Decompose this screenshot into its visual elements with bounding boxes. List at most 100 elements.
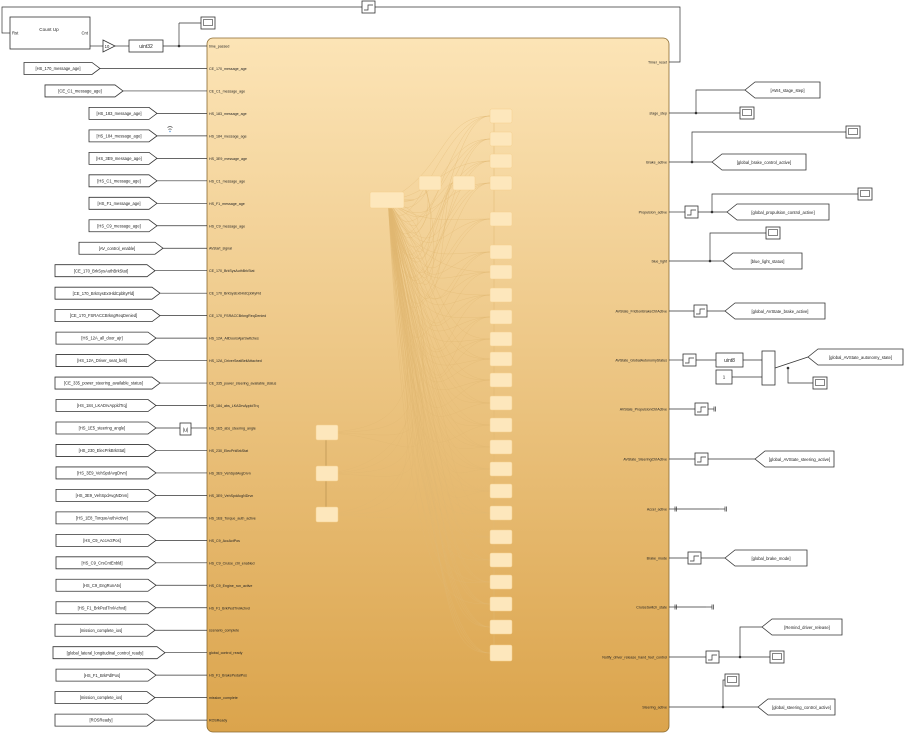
subsystem-output-label: AVState_PropulsionCtrlActive bbox=[620, 408, 667, 412]
from-tag-label: [HS_C9_CrsCntEnbld] bbox=[82, 560, 123, 565]
from-tag-block[interactable] bbox=[88, 151, 158, 165]
from-tag-block[interactable] bbox=[54, 691, 156, 705]
from-tag-blocks: [HS_170_message_age][CE_C1_message_age][… bbox=[23, 62, 207, 727]
from-tag-block[interactable] bbox=[54, 376, 161, 390]
from-tag-block[interactable] bbox=[78, 241, 164, 255]
from-tag-block[interactable] bbox=[55, 354, 157, 367]
scope-block-propulsion[interactable] bbox=[857, 187, 873, 201]
from-tag-block[interactable] bbox=[55, 331, 157, 345]
subsystem-output-label: Steering_active bbox=[642, 706, 667, 710]
from-tag-block[interactable] bbox=[54, 286, 161, 300]
from-tag-block[interactable] bbox=[55, 556, 157, 570]
subsystem-input-label: HS_3E9_VehSpdAvgDrvn bbox=[209, 471, 251, 475]
from-tag-block[interactable] bbox=[88, 219, 158, 233]
from-tag-block[interactable] bbox=[54, 713, 156, 727]
goto-tag-block[interactable] bbox=[744, 81, 821, 99]
goto-tag-block[interactable] bbox=[726, 203, 830, 221]
from-tag-label: [HS_F1_BrkPedTrvlAchvd] bbox=[78, 605, 127, 610]
from-tag-block[interactable] bbox=[55, 511, 157, 525]
subsystem-input-label: CE_335_power_steering_available_status bbox=[209, 382, 277, 386]
memory-block[interactable] bbox=[693, 304, 708, 318]
goto-tag-label: [AW4_stage_step] bbox=[770, 88, 804, 93]
subsystem-input-label: global_control_ready bbox=[209, 651, 243, 655]
from-tag-label: [HS_12A_Driver_seat_belt] bbox=[77, 358, 127, 363]
subsystem-output-label: Brake_active bbox=[646, 161, 667, 165]
from-tag-block[interactable] bbox=[54, 264, 156, 278]
from-tag-block[interactable] bbox=[54, 623, 156, 637]
goto-tag-label: [global_brake_mode] bbox=[751, 556, 790, 561]
scope-block-brake[interactable] bbox=[845, 125, 861, 139]
count-up-port-cnt: Cnt bbox=[81, 31, 88, 36]
memory-block[interactable] bbox=[687, 551, 702, 565]
constant-value: 1 bbox=[723, 375, 726, 380]
from-tag-label: [CE_170_BrkSysExtHldCpbltyFld] bbox=[73, 291, 135, 296]
from-tag-block[interactable] bbox=[23, 62, 101, 75]
scope-block-stage[interactable] bbox=[739, 106, 755, 120]
count-up-block[interactable] bbox=[9, 16, 91, 50]
subsystem-input-label: HS_1E5_abs_steering_angle bbox=[209, 426, 256, 430]
from-tag-block[interactable] bbox=[55, 488, 157, 502]
from-tag-block[interactable] bbox=[55, 578, 157, 592]
scope-block-steering[interactable] bbox=[724, 673, 740, 687]
goto-tag-block[interactable] bbox=[722, 252, 803, 270]
main-subsystem-block[interactable] bbox=[206, 37, 670, 733]
from-tag-block[interactable] bbox=[55, 421, 157, 435]
from-tag-label: [HS_1E8_TorqueAuthActive] bbox=[76, 515, 128, 520]
subsystem-input-ports: time_passedCE_170_message_ageCE_C1_messa… bbox=[209, 45, 277, 723]
subsystem-input-label: HS_C9_message_age bbox=[209, 224, 245, 228]
memory-block[interactable] bbox=[361, 0, 376, 14]
scope-block-notify[interactable] bbox=[769, 650, 785, 664]
from-tag-label: [HS_C9_EngRunAtv] bbox=[83, 583, 121, 588]
gain-block[interactable] bbox=[102, 39, 116, 53]
from-tag-block[interactable] bbox=[55, 399, 157, 412]
from-tag-block[interactable] bbox=[54, 309, 161, 323]
from-tag-block[interactable] bbox=[88, 129, 158, 143]
scope-block-autonomy[interactable] bbox=[812, 376, 828, 390]
from-tag-block[interactable] bbox=[55, 533, 157, 547]
from-tag-block[interactable] bbox=[55, 668, 157, 682]
scope-block-blue-light[interactable] bbox=[765, 226, 781, 240]
from-tag-label: [HS_C1_message_age] bbox=[97, 178, 140, 183]
from-tag-block[interactable] bbox=[88, 174, 158, 188]
uint8-label: uint8 bbox=[724, 358, 735, 364]
subsystem-input-label: AVstart_signal bbox=[209, 247, 232, 251]
subsystem-output-label: AVState_FrictionBrakeCtrlActive bbox=[616, 310, 667, 314]
subsystem-input-label: HS_184_message_age bbox=[209, 134, 247, 138]
goto-tag-block[interactable] bbox=[807, 348, 904, 366]
memory-block[interactable] bbox=[694, 452, 709, 466]
subsystem-input-label: HS_12A_AllDoorsAjarSwitches bbox=[209, 337, 259, 341]
scope-block-time[interactable] bbox=[200, 16, 216, 30]
from-tag-label: [mission_complete_ios] bbox=[80, 695, 123, 700]
count-up-port-rst: Rst bbox=[12, 31, 19, 36]
from-tag-label: [HS_F1_message_age] bbox=[97, 201, 140, 206]
from-tag-block[interactable] bbox=[88, 196, 158, 210]
memory-block[interactable] bbox=[682, 353, 697, 367]
from-tag-label: [CE_170_BrkSysAuthBrkStat] bbox=[74, 268, 128, 273]
subsystem-input-label: HS_C1_message_age bbox=[209, 179, 245, 183]
goto-tag-block[interactable] bbox=[711, 153, 807, 171]
subsystem-output-ports: Timer_resetstage_stepBrake_activePropuls… bbox=[602, 61, 667, 710]
timer-reset-feedback bbox=[1, 0, 681, 63]
goto-tag-block[interactable] bbox=[757, 698, 836, 716]
switch-block[interactable] bbox=[761, 350, 776, 386]
from-tag-label: [HS_F1_BrkPdlPos] bbox=[84, 673, 120, 678]
memory-block[interactable] bbox=[694, 402, 709, 416]
subsystem-input-label: scenario_complete bbox=[209, 629, 239, 633]
goto-tag-block[interactable] bbox=[724, 302, 826, 320]
goto-tag-block[interactable] bbox=[724, 549, 808, 567]
from-tag-label: [HS_3E9_message_age] bbox=[96, 156, 142, 161]
goto-tag-block[interactable] bbox=[754, 450, 835, 468]
from-tag-block[interactable] bbox=[55, 601, 157, 615]
abs-block[interactable]: |u| bbox=[179, 422, 192, 436]
memory-block[interactable] bbox=[705, 650, 720, 664]
subsystem-output-label: stage_step bbox=[649, 112, 667, 116]
goto-tag-block[interactable] bbox=[761, 618, 843, 636]
from-tag-block[interactable] bbox=[55, 466, 157, 480]
subsystem-output-label: Notify_driver_release_hand_feet_control bbox=[602, 656, 667, 660]
from-tag-block[interactable] bbox=[52, 646, 166, 660]
from-tag-block[interactable] bbox=[44, 84, 124, 98]
memory-block[interactable] bbox=[684, 205, 699, 219]
from-tag-block[interactable] bbox=[88, 107, 158, 120]
from-tag-block[interactable] bbox=[55, 444, 157, 457]
